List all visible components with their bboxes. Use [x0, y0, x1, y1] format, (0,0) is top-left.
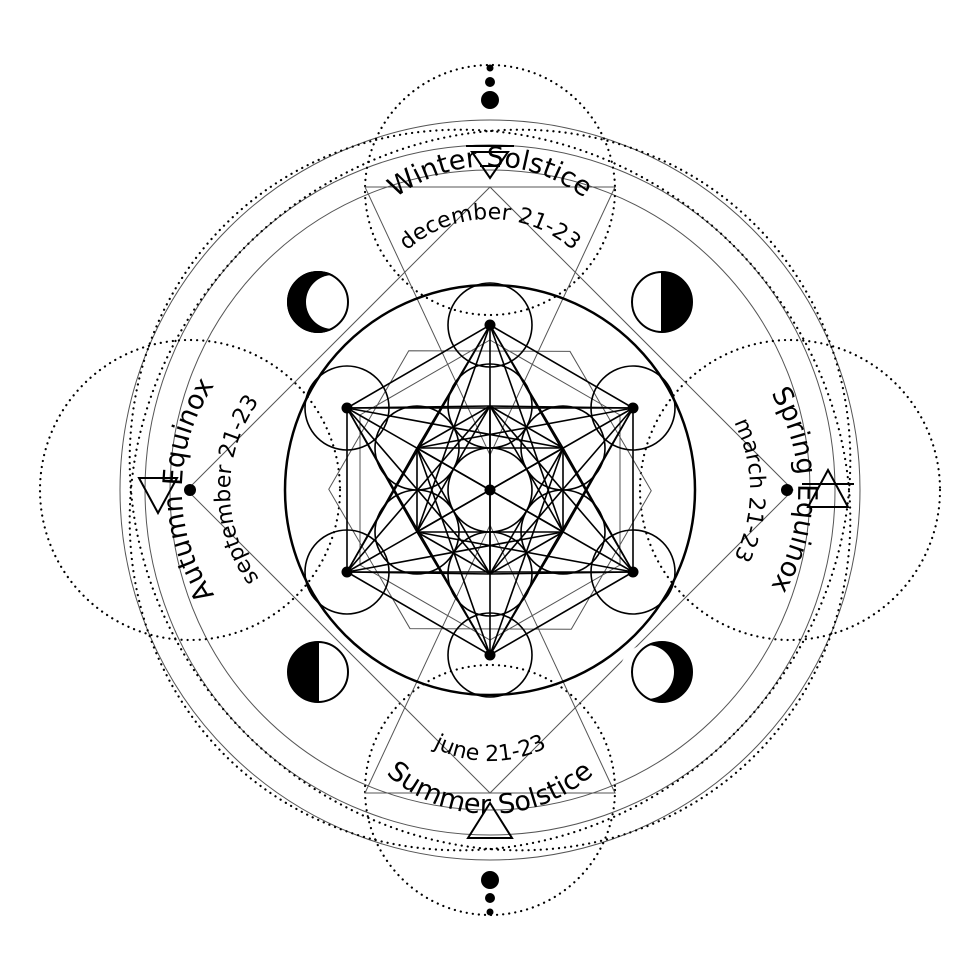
- thin-hexagon-rotated: [328, 350, 652, 630]
- spring-date: march 21-23: [728, 415, 769, 566]
- thin-diamond: [186, 186, 794, 794]
- autumn-point: [184, 484, 196, 496]
- air-symbol-icon: [802, 467, 854, 508]
- ring-outer: [119, 119, 861, 861]
- earth-symbol-icon: [137, 477, 179, 516]
- cube-vertices: [341, 319, 639, 661]
- spring-point: [781, 484, 793, 496]
- bottom-dots: [481, 871, 499, 916]
- metatrons-cube-icon: [304, 282, 676, 698]
- fire-symbol-icon: [466, 801, 514, 839]
- winter-date: december 21-23: [395, 200, 586, 255]
- dotted-circle-top: [363, 63, 617, 317]
- winter-title: Winter Solstice: [382, 142, 597, 204]
- dotted-circle-left: [38, 338, 342, 642]
- top-dots: [481, 64, 499, 109]
- last-quarter-moon-icon: [287, 641, 349, 703]
- dotted-circle-right: [638, 338, 942, 642]
- waxing-crescent-moon-icon: [620, 641, 693, 703]
- first-quarter-moon-icon: [631, 271, 693, 333]
- water-symbol-icon: [466, 145, 514, 180]
- waning-crescent-moon-icon: [287, 271, 360, 333]
- main-circle: [283, 283, 697, 697]
- spring-title: Spring Equinox: [765, 382, 822, 599]
- summer-date: june 21-23: [429, 730, 549, 767]
